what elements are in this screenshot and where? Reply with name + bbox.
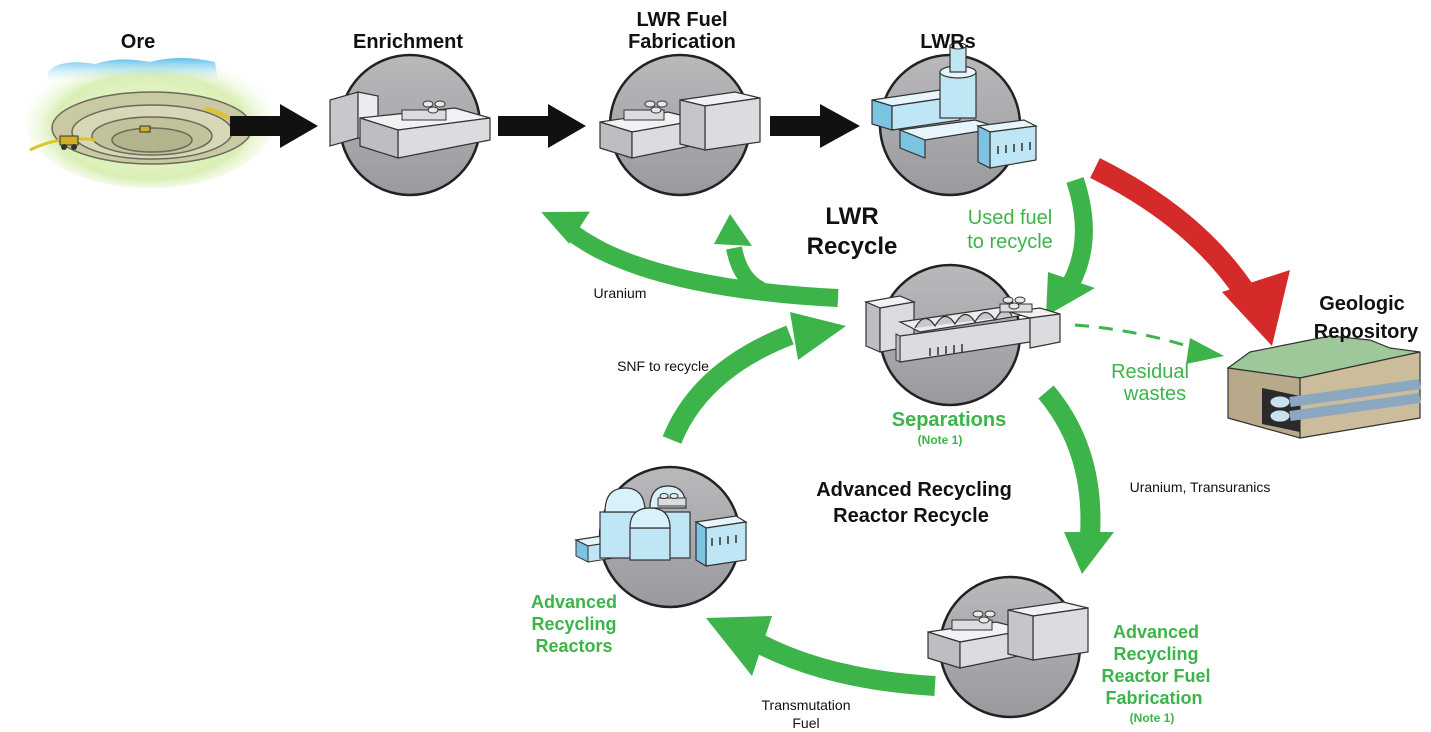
residual-wastes-label-line1: Residual — [1111, 361, 1189, 383]
advanced-fuel-fabrication-node: Advanced Recycling Reactor Fuel Fabricat… — [927, 575, 1211, 725]
enrichment-plant-icon — [329, 91, 491, 159]
lwrs-node: LWRs — [871, 31, 1039, 197]
lwr-recycle-label-line2: Recycle — [807, 233, 898, 260]
advanced-reactors-label-line2: Recycling — [531, 614, 616, 634]
ore-node: Ore — [25, 31, 275, 188]
geologic-repository-node: Geologic Repository — [1226, 293, 1421, 439]
uranium-label: Uranium — [594, 285, 647, 301]
fuel-fabrication-plant-icon — [599, 91, 761, 159]
advanced-fuel-fabrication-plant-icon — [927, 601, 1089, 669]
transmutation-fuel-label-line2: Fuel — [792, 715, 819, 731]
separations-plant-icon — [863, 295, 1061, 363]
used-fuel-label-line1: Used fuel — [968, 207, 1053, 229]
advanced-fuel-fab-label-line4: Fabrication — [1105, 688, 1202, 708]
enrichment-label: Enrichment — [353, 31, 463, 53]
lwr-fuel-fabrication-node: LWR Fuel Fabrication — [599, 9, 761, 197]
separations-note: (Note 1) — [918, 433, 963, 447]
lwr-fuel-fabrication-label-line1: LWR Fuel — [636, 9, 727, 31]
advanced-recycling-reactors-node: Advanced Recycling Reactors — [531, 465, 748, 656]
advanced-fuel-fab-label-line2: Recycling — [1113, 644, 1198, 664]
advanced-recycle-label-line1: Advanced Recycling — [816, 479, 1012, 501]
light-water-reactor-icon — [871, 42, 1039, 169]
fabrication-to-lwrs-arrow — [770, 104, 860, 148]
lwr-recycle-label-line1: LWR — [825, 203, 878, 230]
uranium-return-arrows — [541, 211, 839, 307]
residual-wastes-label-line2: wastes — [1123, 383, 1186, 405]
advanced-fuel-fab-note: (Note 1) — [1130, 711, 1175, 725]
ore-to-enrichment-arrow — [230, 104, 318, 148]
advanced-reactors-label-line1: Advanced — [531, 592, 617, 612]
sky-icon — [48, 58, 218, 82]
used-fuel-label-line2: to recycle — [967, 231, 1053, 253]
uranium-transuranics-arrow — [1038, 385, 1114, 574]
lwrs-to-repository-arrow — [1090, 158, 1290, 346]
separations-label: Separations — [892, 409, 1006, 431]
geologic-repository-icon — [1226, 335, 1421, 439]
geologic-repository-label-line1: Geologic — [1319, 293, 1405, 315]
supply-chain-arrows — [230, 104, 860, 148]
used-fuel-arrow — [1046, 177, 1095, 316]
advanced-recycle-label-line2: Reactor Recycle — [833, 505, 989, 527]
advanced-fuel-fab-label-line1: Advanced — [1113, 622, 1199, 642]
mining-truck-icon — [59, 125, 151, 150]
transmutation-fuel-arrow — [706, 616, 936, 696]
snf-to-recycle-arrow — [662, 312, 846, 444]
separations-node: Separations (Note 1) — [863, 263, 1061, 447]
enrichment-to-fabrication-arrow — [498, 104, 586, 148]
snf-label: SNF to recycle — [617, 358, 709, 374]
ore-label: Ore — [121, 31, 155, 53]
geologic-repository-label-line2: Repository — [1314, 321, 1419, 343]
lwrs-label: LWRs — [920, 31, 976, 53]
enrichment-node: Enrichment — [329, 31, 491, 197]
residual-wastes-arrow — [1074, 323, 1224, 364]
advanced-reactors-label-line3: Reactors — [535, 636, 612, 656]
advanced-reactor-icon — [574, 485, 748, 568]
lwr-fuel-fabrication-label-line2: Fabrication — [628, 31, 736, 53]
transmutation-fuel-label-line1: Transmutation — [762, 697, 851, 713]
uranium-transuranics-label: Uranium, Transuranics — [1130, 479, 1271, 495]
advanced-fuel-fab-label-line3: Reactor Fuel — [1101, 666, 1210, 686]
